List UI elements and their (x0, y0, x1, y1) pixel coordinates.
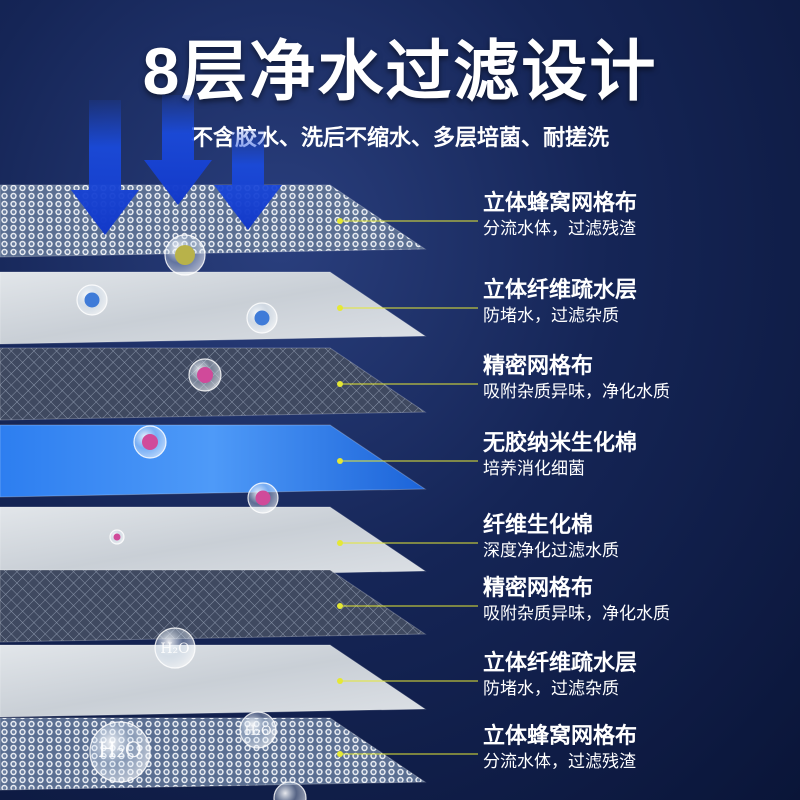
layer-name: 立体蜂窝网格布 (483, 723, 638, 748)
layer-label-6: 精密网格布吸附杂质异味，净化水质 (483, 574, 670, 626)
bacteria-bubble-icon (109, 529, 125, 545)
layer-label-4: 无胶纳米生化棉培养消化细菌 (483, 429, 637, 481)
layer-description: 防堵水，过滤杂质 (483, 306, 619, 325)
water-bubble-icon (273, 781, 307, 800)
layer-description: 防堵水，过滤杂质 (483, 679, 619, 698)
filter-layer-4 (0, 424, 427, 498)
bacteria-bubble-icon (246, 302, 278, 334)
page-title: 8层净水过滤设计 (142, 34, 658, 108)
filter-layer-2 (0, 271, 427, 345)
down-arrow-icon (144, 95, 212, 205)
bacteria-bubble-icon (133, 425, 167, 459)
layer-label-2: 立体纤维疏水层防堵水，过滤杂质 (483, 276, 637, 328)
layer-description: 分流水体，过滤残渣 (483, 219, 636, 238)
layer-name: 精密网格布 (483, 353, 594, 378)
water-bubble-icon: H₂O (154, 627, 196, 669)
leader-dot (337, 540, 343, 546)
leader-dot (337, 603, 343, 609)
h2o-label: H₂O (98, 738, 142, 762)
filter-layer-6 (0, 569, 427, 643)
leader-dot (337, 678, 343, 684)
water-bubble-icon: H₂O (89, 721, 151, 783)
bacteria-bubble-icon (247, 482, 279, 514)
leader-dot (337, 751, 343, 757)
bacteria-bubble-icon (76, 284, 108, 316)
layer-description: 分流水体，过滤残渣 (483, 752, 636, 771)
layer-description: 吸附杂质异味，净化水质 (483, 382, 670, 401)
layer-name: 立体蜂窝网格布 (483, 190, 638, 215)
leader-dot (337, 381, 343, 387)
layer-label-3: 精密网格布吸附杂质异味，净化水质 (483, 352, 670, 404)
layer-description: 深度净化过滤水质 (483, 541, 619, 560)
layer-name: 精密网格布 (483, 575, 594, 600)
leader-dot (337, 458, 343, 464)
layer-name: 无胶纳米生化棉 (483, 430, 638, 455)
leader-dot (337, 305, 343, 311)
leader-dot (337, 218, 343, 224)
layer-label-1: 立体蜂窝网格布分流水体，过滤残渣 (483, 189, 637, 241)
down-arrow-icon (71, 100, 139, 235)
filter-layer-5 (0, 506, 427, 580)
water-bubble-icon: H₂O (239, 711, 277, 749)
filter-layer-7 (0, 644, 427, 718)
layer-label-5: 纤维生化棉深度净化过滤水质 (483, 511, 619, 563)
layer-label-8: 立体蜂窝网格布分流水体，过滤残渣 (483, 722, 637, 774)
down-arrow-icon (214, 130, 282, 230)
layer-name: 立体纤维疏水层 (483, 650, 638, 675)
layer-name: 立体纤维疏水层 (483, 277, 638, 302)
bacteria-bubble-icon (164, 234, 206, 276)
h2o-label: H₂O (244, 724, 271, 739)
layer-description: 培养消化细菌 (483, 459, 585, 478)
layer-name: 纤维生化棉 (483, 512, 594, 537)
h2o-label: H₂O (160, 641, 189, 657)
layer-label-7: 立体纤维疏水层防堵水，过滤杂质 (483, 649, 637, 701)
layer-description: 吸附杂质异味，净化水质 (483, 604, 670, 623)
bacteria-bubble-icon (188, 358, 222, 392)
